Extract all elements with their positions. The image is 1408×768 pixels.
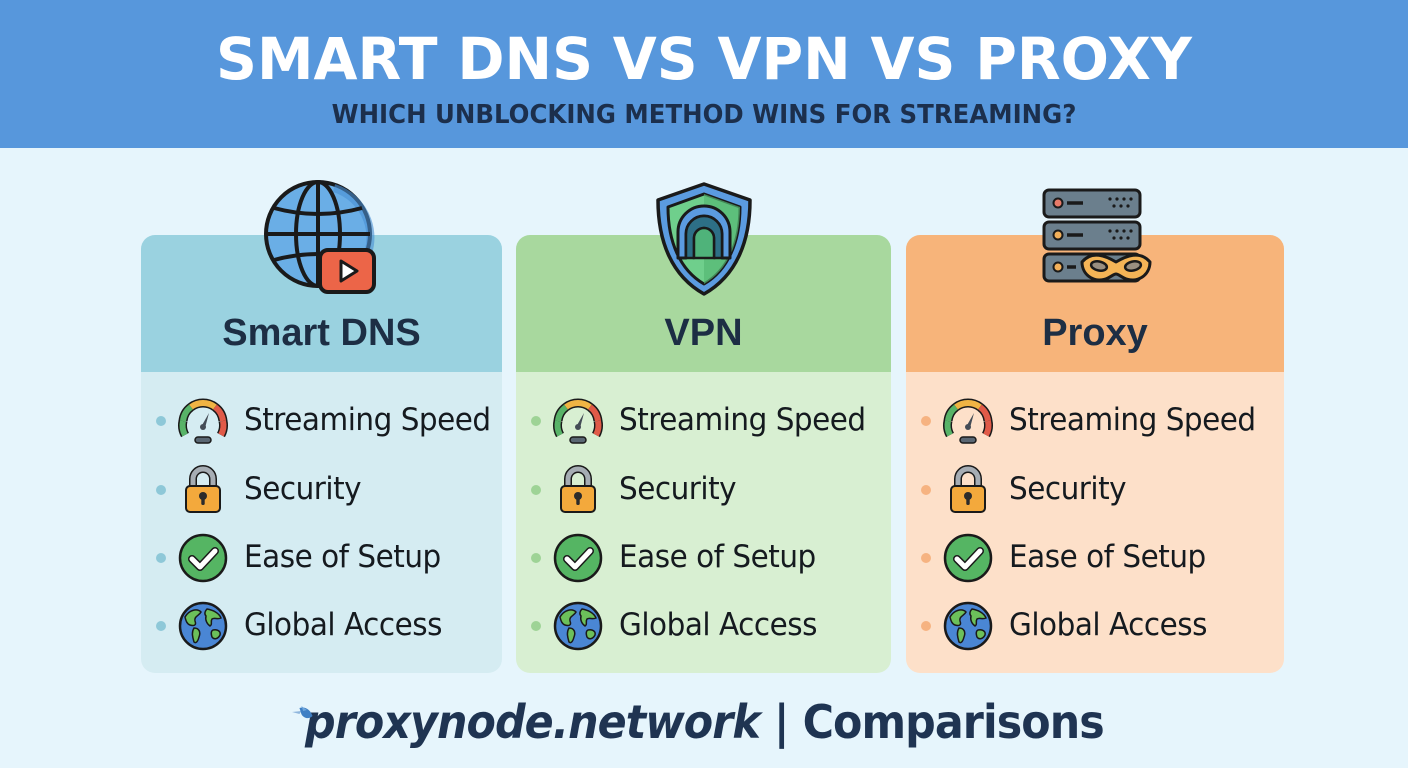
bullet-dot [156,485,166,495]
card-title: Smart DNS [222,312,421,354]
padlock-icon [177,464,229,516]
bullet-dot [156,416,166,426]
card-header: VPN [516,235,891,372]
bullet-dot [156,621,166,631]
footer-section: Comparisons [802,695,1104,749]
card-body: Streaming Speed Security Ease of Setup G… [516,372,891,673]
earth-icon [942,600,994,652]
card-body: Streaming Speed Security Ease of Setup G… [141,372,502,673]
bullet-dot [921,553,931,563]
feature-streaming-speed: Streaming Speed [906,392,1284,448]
footer-text: proxynode.network | Comparisons [291,692,1104,752]
feature-label: Global Access [244,607,442,643]
bullet-dot [921,416,931,426]
card-proxy: Proxy Streaming Speed Security Ease of S… [906,235,1284,673]
feature-label: Streaming Speed [1009,402,1256,438]
feature-ease-of-setup: Ease of Setup [906,529,1284,585]
bullet-dot [156,553,166,563]
checkmark-icon [177,532,229,584]
feature-label: Ease of Setup [244,539,441,575]
speedometer-icon [942,395,994,447]
card-vpn: VPN Streaming Speed Security Ease of Set… [516,235,891,673]
earth-icon [177,600,229,652]
feature-label: Security [619,471,737,507]
feature-label: Ease of Setup [1009,539,1206,575]
globe-with-play-icon [264,180,376,294]
feature-label: Streaming Speed [619,402,866,438]
bullet-dot [531,553,541,563]
feature-ease-of-setup: Ease of Setup [516,529,891,585]
checkmark-icon [552,532,604,584]
feature-security: Security [141,461,502,517]
footer-separator: | [759,695,803,749]
shield-tunnel-icon [656,182,752,296]
bullet-dot [531,621,541,631]
padlock-icon [942,464,994,516]
feature-security: Security [906,461,1284,517]
card-title: VPN [664,312,743,354]
padlock-icon [552,464,604,516]
speedometer-icon [177,395,229,447]
feature-streaming-speed: Streaming Speed [516,392,891,448]
feature-label: Ease of Setup [619,539,816,575]
feature-global-access: Global Access [906,597,1284,653]
card-body: Streaming Speed Security Ease of Setup G… [906,372,1284,673]
server-mask-icon [1042,188,1152,283]
feature-label: Security [1009,471,1127,507]
checkmark-icon [942,532,994,584]
feature-security: Security [516,461,891,517]
speedometer-icon [552,395,604,447]
brand-link[interactable]: proxynode.network [304,695,761,749]
feature-label: Streaming Speed [244,402,491,438]
page-subtitle: WHICH UNBLOCKING METHOD WINS FOR STREAMI… [331,100,1077,130]
header-banner: SMART DNS VS VPN VS PROXY WHICH UNBLOCKI… [0,0,1408,148]
page-title: SMART DNS VS VPN VS PROXY [216,25,1192,93]
feature-label: Global Access [1009,607,1207,643]
bullet-dot [531,485,541,495]
earth-icon [552,600,604,652]
feature-ease-of-setup: Ease of Setup [141,529,502,585]
bullet-dot [921,621,931,631]
card-title: Proxy [1042,312,1148,354]
bird-logo-icon [291,706,313,719]
card-smart-dns: Smart DNS Streaming Speed Security Ease … [141,235,502,673]
feature-global-access: Global Access [516,597,891,653]
footer: proxynode.network | Comparisons [0,692,1408,752]
feature-global-access: Global Access [141,597,502,653]
feature-streaming-speed: Streaming Speed [141,392,502,448]
bullet-dot [921,485,931,495]
feature-label: Security [244,471,362,507]
bullet-dot [531,416,541,426]
feature-label: Global Access [619,607,817,643]
